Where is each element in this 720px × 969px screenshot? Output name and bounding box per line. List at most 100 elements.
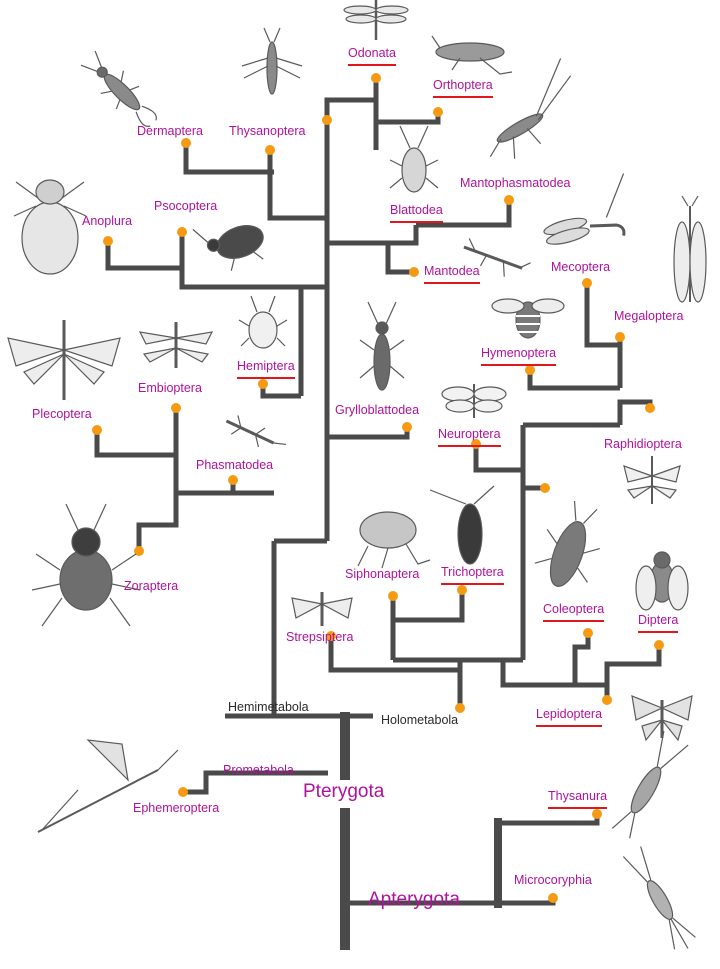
mantodea-branch — [385, 243, 414, 275]
louse-icon — [13, 179, 87, 275]
hemiptera-branch — [260, 384, 301, 399]
node-mantodea — [409, 267, 419, 277]
node-odonata — [371, 73, 381, 83]
node-trunk-top — [322, 115, 332, 125]
neuroptera-branch — [473, 444, 523, 473]
node-coleoptera — [583, 628, 593, 638]
anoplura-branch — [105, 241, 182, 271]
node-plecoptera — [92, 425, 102, 435]
grasshopper-icon — [431, 35, 513, 75]
node-hymenoptera — [525, 365, 535, 375]
label-thysanoptera: Thysanoptera — [229, 124, 306, 138]
label-lepidoptera: Lepidoptera — [536, 707, 603, 727]
thrips-icon — [241, 27, 303, 95]
label-phasmatodea: Phasmatodea — [196, 458, 274, 472]
node-diptera — [654, 640, 664, 650]
node-holometabola — [455, 703, 465, 713]
booklouse-icon — [192, 225, 264, 271]
stick-insect-icon — [225, 415, 287, 448]
label-psocoptera: Psocoptera — [154, 199, 218, 213]
node-hemiptera — [258, 379, 268, 389]
label-megaloptera: Megaloptera — [614, 309, 684, 323]
label-coleoptera: Coleoptera — [543, 602, 605, 622]
node-trichoptera — [457, 585, 467, 595]
diptera-branch — [604, 645, 662, 685]
node-microcoryphia — [548, 893, 558, 903]
node-zoraptera — [134, 546, 144, 556]
node-lepidoptera — [602, 695, 612, 705]
label-neuroptera: Neuroptera — [438, 427, 501, 447]
microcoryphia-branch — [498, 898, 556, 906]
prometabola-branch — [183, 770, 328, 795]
node-strepsiptera — [326, 631, 336, 641]
node-mantophasmatodea — [504, 195, 514, 205]
stonefly-icon — [7, 320, 121, 400]
label-grylloblattodea: Grylloblattodea — [335, 403, 420, 417]
apterygota-split-bar — [494, 818, 502, 908]
label-mecoptera: Mecoptera — [551, 260, 611, 274]
insect-illustrations — [7, 0, 707, 950]
mecoptera-branch — [584, 283, 620, 348]
odonata-orthoptera-stem — [324, 97, 376, 120]
node-grylloblattodea — [402, 422, 412, 432]
fly-icon — [635, 551, 689, 611]
strepsiptera-branch — [328, 636, 460, 673]
bee-icon — [491, 298, 565, 339]
node-thysanoptera — [265, 145, 275, 155]
node-raphidioptera — [645, 403, 655, 413]
label-microcoryphia: Microcoryphia — [514, 873, 592, 887]
caddisfly-icon — [429, 485, 495, 565]
hymenoptera-branch — [527, 370, 620, 391]
shield-bug-icon — [238, 295, 288, 349]
label-trichoptera: Trichoptera — [441, 565, 504, 585]
webspinner-icon — [138, 322, 214, 368]
label-orthoptera: Orthoptera — [433, 78, 493, 98]
silverfish-icon — [611, 730, 689, 839]
label-pterygota: Pterygota — [303, 781, 385, 802]
dobsonfly-icon — [673, 195, 707, 303]
mantis-icon — [463, 238, 531, 277]
mantophasmid-icon — [489, 58, 572, 159]
neuroptera-raphidioptera — [617, 399, 653, 425]
node-orthoptera — [433, 107, 443, 117]
label-raphidioptera: Raphidioptera — [604, 437, 682, 451]
label-embioptera: Embioptera — [138, 381, 202, 395]
label-prometabola: Prometabola — [223, 763, 294, 777]
node-mecoptera — [582, 278, 592, 288]
zorapteran-icon — [31, 503, 141, 627]
antliophora-link — [500, 660, 607, 688]
grylloblattodea-branch — [327, 427, 410, 440]
label-hymenoptera: Hymenoptera — [481, 346, 557, 366]
mayfly-icon — [37, 739, 179, 833]
node-ephemeroptera — [178, 787, 188, 797]
label-blattodea: Blattodea — [390, 203, 443, 223]
butterfly-icon — [631, 695, 693, 742]
label-plecoptera: Plecoptera — [32, 407, 92, 421]
label-mantophasmatodea: Mantophasmatodea — [460, 176, 571, 190]
psocoptera-branch — [179, 232, 327, 290]
node-siphonaptera — [388, 591, 398, 601]
node-thysanura — [592, 809, 602, 819]
thick-bars — [340, 712, 502, 950]
lacewing-icon — [441, 384, 507, 418]
label-mantodea: Mantodea — [424, 264, 480, 284]
thysanura-branch — [498, 814, 600, 826]
thysanoptera-branch — [267, 150, 327, 221]
coleoptera-branch — [572, 633, 591, 685]
snakefly-icon — [623, 456, 681, 504]
node-psocoptera — [177, 227, 187, 237]
label-diptera: Diptera — [638, 613, 679, 633]
node-anoplura — [103, 236, 113, 246]
label-siphonaptera: Siphonaptera — [345, 567, 420, 581]
twisted-wing-icon — [291, 592, 353, 626]
label-dermaptera: Dermaptera — [137, 124, 203, 138]
pterygota-bar — [340, 712, 350, 780]
siphonaptera-branch — [390, 590, 465, 623]
beetle-icon — [534, 500, 600, 587]
plecoptera-branch — [94, 430, 176, 458]
earwig-icon — [80, 50, 157, 127]
node-megaloptera — [615, 332, 625, 342]
label-zoraptera: Zoraptera — [124, 579, 179, 593]
orthoptera-branch — [376, 112, 441, 125]
